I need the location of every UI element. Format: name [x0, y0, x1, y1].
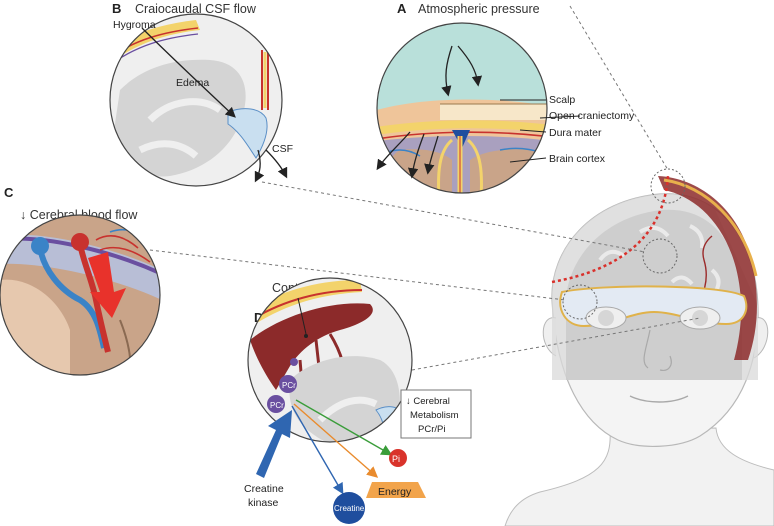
pcr-molecule-2 — [267, 395, 285, 413]
label-creatine: Creatine — [334, 504, 365, 513]
brain-gyri — [598, 224, 721, 304]
focus-circle-c — [562, 284, 598, 320]
arrow-to-creatine — [291, 405, 344, 495]
hygroma-layer — [110, 20, 200, 60]
reduced-flow-arrow — [88, 252, 126, 318]
ventricle-csf — [227, 108, 268, 159]
label-energy: Energy — [378, 486, 412, 498]
craniectomy-dashed-outline — [551, 175, 670, 284]
panel-d: D Contusion injury PCr PCr Pi — [244, 277, 472, 524]
label-dura-mater: Dura mater — [549, 127, 602, 139]
craniectomy-gap — [440, 104, 547, 120]
panel-a-title: Atmospheric pressure — [418, 2, 540, 16]
label-scalp: Scalp — [549, 94, 575, 106]
artery-vessel — [77, 243, 111, 353]
label-metabolism-2: Metabolism — [410, 410, 459, 421]
pcr-molecule-1 — [279, 375, 297, 393]
label-open-craniectomy: Open craniectomy — [549, 110, 635, 122]
panel-b-title: Craiocaudal CSF flow — [135, 2, 257, 16]
label-brain-cortex: Brain cortex — [549, 153, 606, 165]
head-illustration — [504, 168, 774, 526]
contusion-area — [250, 303, 373, 390]
label-csf: CSF — [272, 143, 293, 155]
label-creatine-kinase-2: kinase — [248, 497, 279, 509]
focus-circle-b — [642, 238, 678, 274]
label-creatine-kinase-1: Creatine — [244, 483, 284, 495]
focus-circle-a — [650, 168, 686, 204]
panel-c: C ↓ Cerebral blood flow — [0, 185, 161, 376]
creatine-kinase-arrow — [256, 410, 292, 478]
panel-b-letter: B — [112, 1, 121, 16]
dura-layer — [377, 120, 547, 136]
panel-c-letter: C — [4, 185, 14, 200]
label-pcr-2: PCr — [270, 401, 284, 410]
connector-lines — [149, 5, 701, 371]
falx-vessels — [261, 50, 269, 110]
energy-shape — [366, 482, 426, 498]
panel-a-letter: A — [397, 1, 407, 16]
pi-molecule — [389, 449, 407, 467]
label-metabolism-1: ↓ Cerebral — [406, 396, 450, 407]
brain-cortex-area — [377, 136, 547, 193]
neck-shoulders — [504, 427, 774, 526]
label-pi: Pi — [392, 454, 400, 464]
label-hygroma: Hygroma — [113, 19, 156, 31]
mouth — [629, 395, 689, 403]
nose — [643, 329, 672, 371]
panel-d-letter: D — [254, 310, 263, 325]
creatine-molecule — [333, 492, 365, 524]
panel-a: A Atmospheric pressure — [376, 1, 635, 194]
panel-b: B Craiocaudal CSF flow Hygroma Edema CSF — [109, 1, 293, 187]
arrow-to-energy — [293, 403, 379, 478]
arrow-to-pi — [295, 399, 393, 456]
metabolism-box — [400, 389, 472, 439]
scalp-arc — [663, 178, 758, 277]
csf-flow-arrow — [141, 27, 236, 118]
label-pcr-1: PCr — [282, 381, 296, 390]
pcr-small-dot — [290, 358, 298, 366]
label-metabolism-3: PCr/Pi — [418, 424, 445, 435]
label-edema: Edema — [176, 77, 209, 89]
